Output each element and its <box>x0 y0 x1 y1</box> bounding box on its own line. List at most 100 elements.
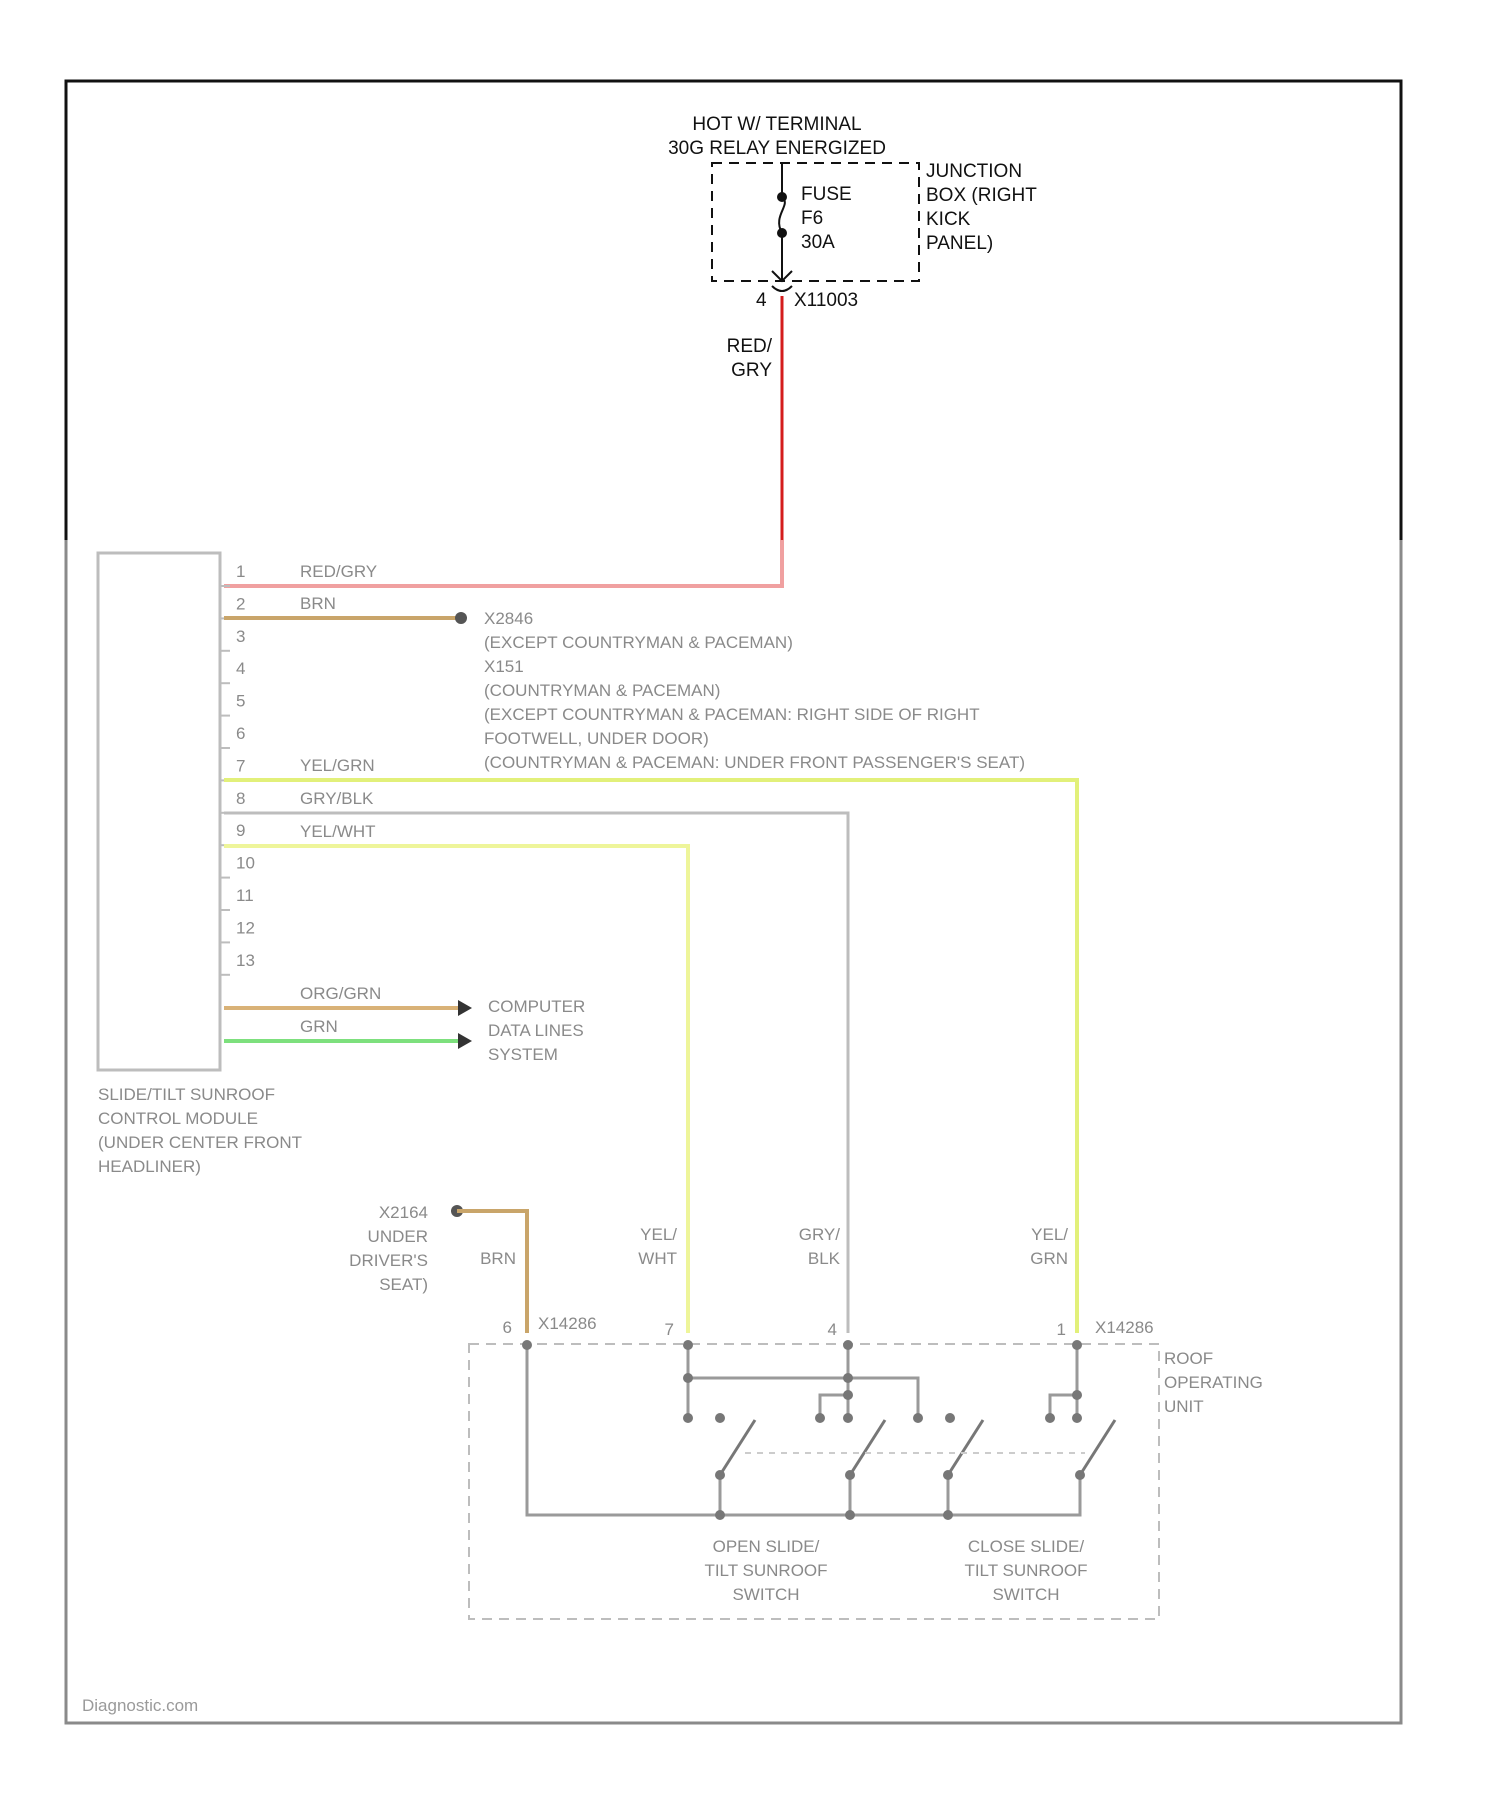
roof-node-0 <box>522 1340 532 1350</box>
roof-pin-mid2: 4 <box>828 1320 837 1339</box>
junction-box-label-line1: JUNCTION <box>926 161 1022 182</box>
data-line-arrow-1 <box>458 1000 472 1016</box>
switch-blade-0 <box>720 1420 755 1475</box>
yel-grn-label-2: GRN <box>1030 1249 1068 1268</box>
junction-box-label-line2: BOX (RIGHT <box>926 185 1037 206</box>
module-pin-13: 13 <box>236 951 255 970</box>
sunroof-control-module-box <box>98 553 220 1070</box>
roof-node-11 <box>843 1413 853 1423</box>
wire-brn-driver-ground <box>457 1211 527 1333</box>
module-pin-5: 5 <box>236 692 245 711</box>
gry-blk-label-2: BLK <box>808 1249 841 1268</box>
driver-ground-line2: UNDER <box>368 1227 428 1246</box>
module-pin-7: 7 <box>236 756 245 775</box>
switch-blade-1 <box>850 1420 885 1475</box>
roof-unit-label-2: OPERATING <box>1164 1373 1263 1392</box>
roof-pin-mid1: 7 <box>665 1320 674 1339</box>
close-switch-label-3: SWITCH <box>992 1585 1059 1604</box>
data-line-arrow-2 <box>458 1033 472 1049</box>
driver-ground-line3: DRIVER'S <box>349 1251 428 1270</box>
roof-unit-switch-contacts <box>720 1420 1115 1475</box>
roof-node-15 <box>1072 1413 1082 1423</box>
roof-node-9 <box>715 1413 725 1423</box>
module-pin-9: 9 <box>236 821 245 840</box>
wire-label-pin12: ORG/GRN <box>300 984 381 1003</box>
fuse-label-line1: FUSE <box>801 184 852 205</box>
open-switch-label-2: TILT SUNROOF <box>704 1561 827 1580</box>
wire-yel-wht <box>224 846 688 1333</box>
ground-note-line5: (EXCEPT COUNTRYMAN & PACEMAN: RIGHT SIDE… <box>484 705 980 724</box>
power-source-label-line2: 30G RELAY ENERGIZED <box>668 138 886 159</box>
wire-gry-blk <box>224 813 848 1333</box>
roof-node-7 <box>1072 1390 1082 1400</box>
roof-node-8 <box>683 1413 693 1423</box>
yel-grn-label-1: YEL/ <box>1031 1225 1068 1244</box>
switch-blade-3 <box>1080 1420 1115 1475</box>
module-pin-6: 6 <box>236 724 245 743</box>
ground-note-line3: X151 <box>484 657 524 676</box>
roof-node-4 <box>683 1373 693 1383</box>
gry-blk-label-1: GRY/ <box>799 1225 841 1244</box>
close-switch-label-1: CLOSE SLIDE/ <box>968 1537 1084 1556</box>
module-pin-10: 10 <box>236 854 255 873</box>
module-pin-3: 3 <box>236 627 245 646</box>
roof-node-1 <box>683 1340 693 1350</box>
roof-node-12 <box>913 1413 923 1423</box>
feed-wire-label-line1: RED/ <box>727 336 773 357</box>
driver-ground-line1: X2164 <box>379 1203 428 1222</box>
roof-node-22 <box>943 1510 953 1520</box>
wire-label-pin5: YEL/GRN <box>300 756 375 775</box>
module-label-line4: HEADLINER) <box>98 1157 201 1176</box>
fuse-label-line2: F6 <box>801 208 823 229</box>
module-pin-4: 4 <box>236 659 245 678</box>
roof-node-2 <box>843 1340 853 1350</box>
module-pin-11: 11 <box>236 886 254 905</box>
roof-node-14 <box>1045 1413 1055 1423</box>
module-label-line2: CONTROL MODULE <box>98 1109 258 1128</box>
roof-pin-right: 1 <box>1057 1320 1066 1339</box>
fuse-f6-symbol <box>772 163 792 291</box>
driver-ground-wire-label: BRN <box>480 1249 516 1268</box>
roof-unit-label-3: UNIT <box>1164 1397 1204 1416</box>
module-pin-8: 8 <box>236 789 245 808</box>
roof-unit-nodes <box>522 1340 1085 1520</box>
yel-wht-label-2: WHT <box>638 1249 677 1268</box>
ground-note-line6: FOOTWELL, UNDER DOOR) <box>484 729 709 748</box>
watermark: Diagnostic.com <box>82 1696 198 1715</box>
ground-note-line2: (EXCEPT COUNTRYMAN & PACEMAN) <box>484 633 793 652</box>
roof-node-13 <box>945 1413 955 1423</box>
roof-node-21 <box>845 1510 855 1520</box>
roof-pin-left: 6 <box>503 1318 512 1337</box>
roof-unit-label-1: ROOF <box>1164 1349 1213 1368</box>
ground-splice-dot <box>455 612 467 624</box>
data-lines-label-2: DATA LINES <box>488 1021 584 1040</box>
fuse-connector-pin: 4 <box>756 290 767 311</box>
fuse-label-line3: 30A <box>801 232 835 253</box>
data-lines-label-1: COMPUTER <box>488 997 585 1016</box>
wire-label-pin7: YEL/WHT <box>300 822 376 841</box>
fuse-connector-name: X11003 <box>794 290 858 311</box>
module-pin-12: 12 <box>236 918 255 937</box>
open-switch-label-1: OPEN SLIDE/ <box>713 1537 820 1556</box>
roof-node-5 <box>843 1373 853 1383</box>
roof-node-3 <box>1072 1340 1082 1350</box>
junction-box-label-line3: KICK <box>926 209 971 230</box>
switch-blade-2 <box>948 1420 983 1475</box>
roof-node-10 <box>815 1413 825 1423</box>
power-source-label-line1: HOT W/ TERMINAL <box>692 114 861 135</box>
junction-box-label-line4: PANEL) <box>926 233 993 254</box>
roof-node-6 <box>843 1390 853 1400</box>
yel-wht-label-1: YEL/ <box>640 1225 677 1244</box>
ground-note-line7: (COUNTRYMAN & PACEMAN: UNDER FRONT PASSE… <box>484 753 1025 772</box>
wire-label-pin1: RED/GRY <box>300 562 377 581</box>
ground-note: X2846 (EXCEPT COUNTRYMAN & PACEMAN) X151… <box>484 609 1025 772</box>
ground-note-line4: (COUNTRYMAN & PACEMAN) <box>484 681 720 700</box>
open-switch-label-3: SWITCH <box>732 1585 799 1604</box>
module-label-line1: SLIDE/TILT SUNROOF <box>98 1085 275 1104</box>
module-pin-1: 1 <box>236 562 245 581</box>
wire-label-pin6: GRY/BLK <box>300 789 374 808</box>
roof-connector-left: X14286 <box>538 1314 597 1333</box>
close-switch-label-2: TILT SUNROOF <box>964 1561 1087 1580</box>
